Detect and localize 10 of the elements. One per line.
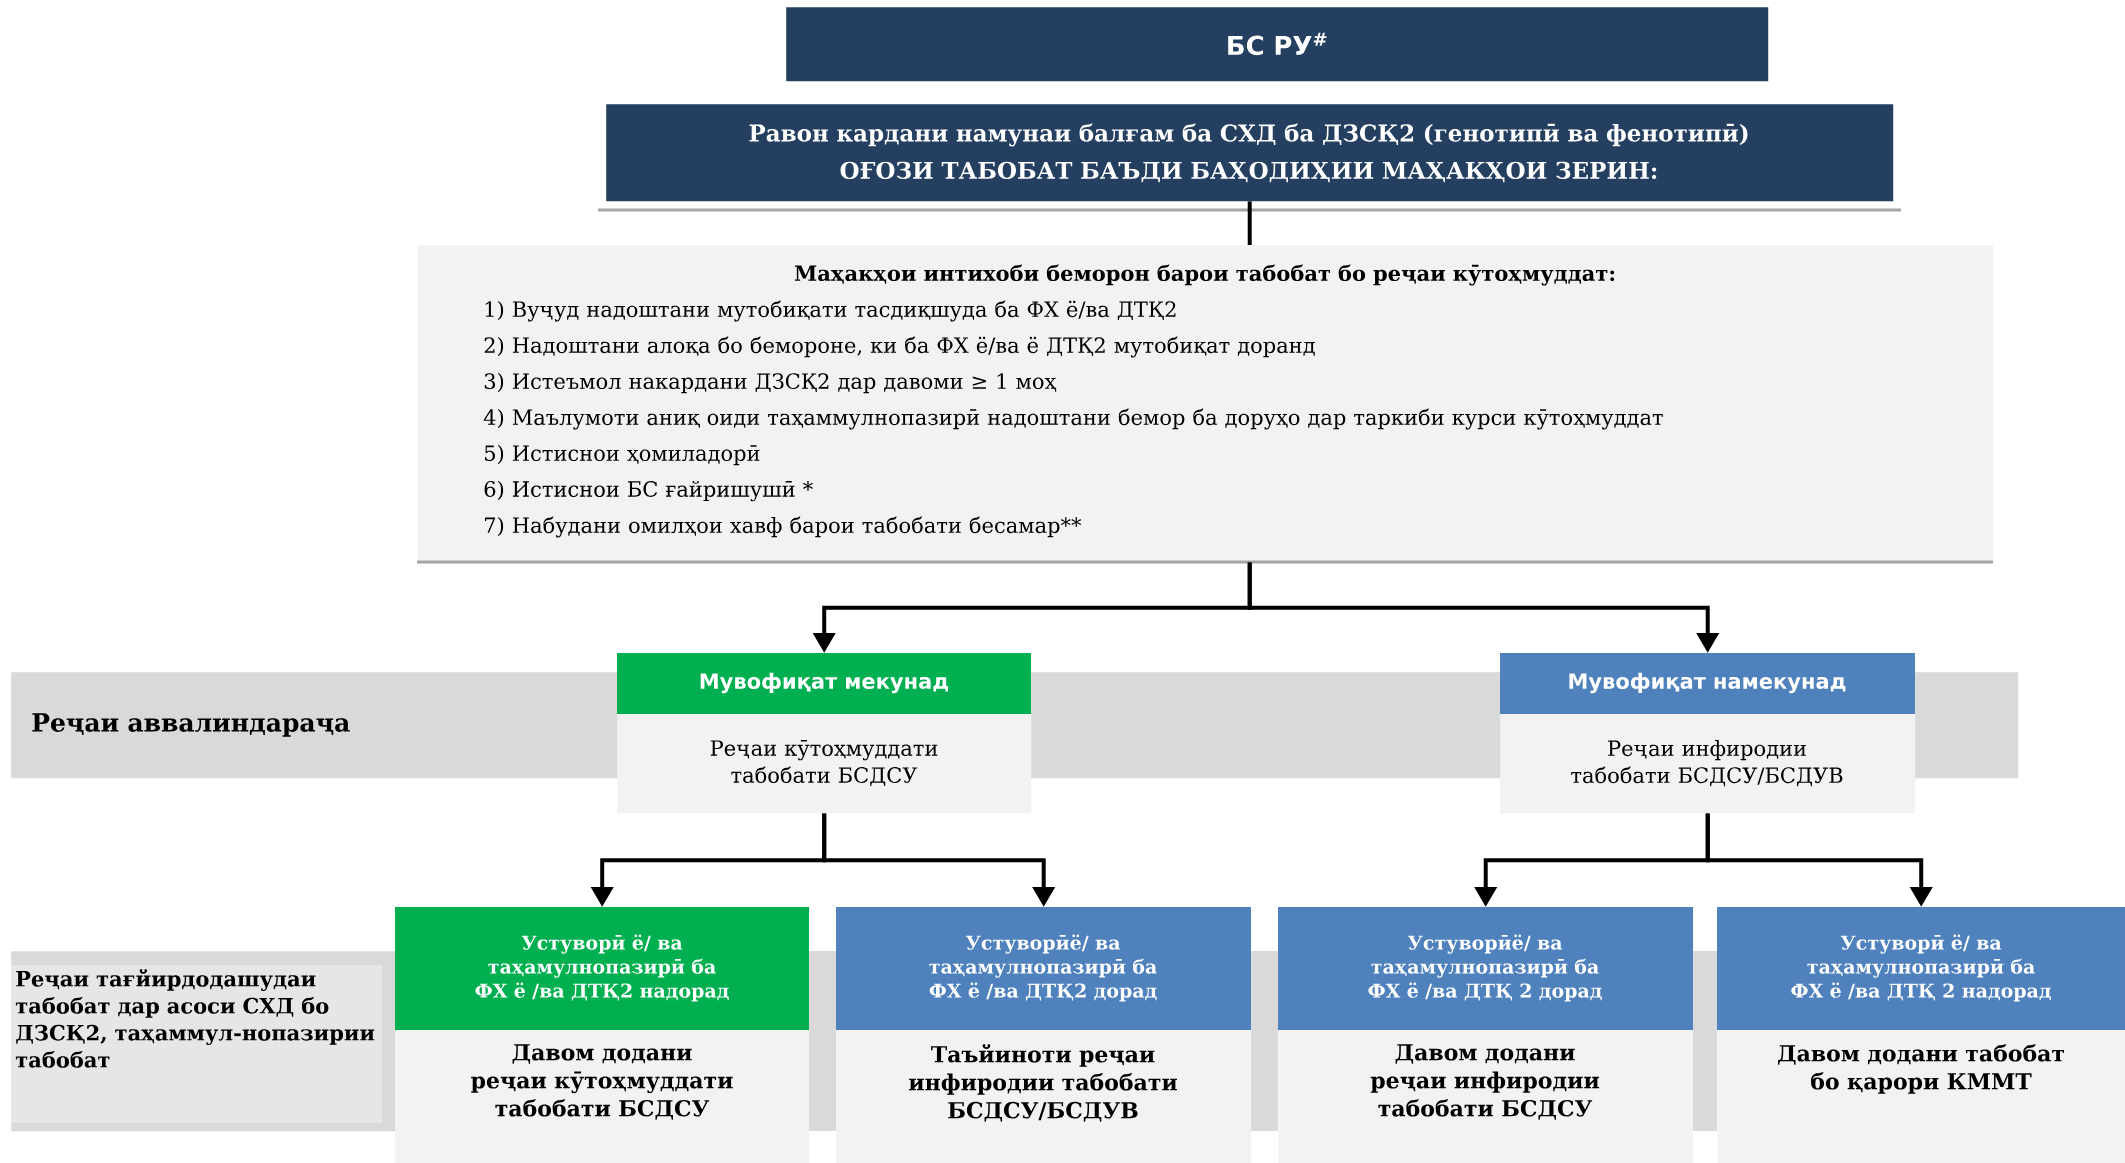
decision-box: Устуворӣё/ ва таҳамулнопазирӣ ба ФХ ё /ва ДТҚ2 дорад Таъйиноти реҷаи инфиродии табобати БСДСУ/БСДУВ: [836, 907, 1252, 1163]
title-box: БС РУ$^{#}$: [786, 7, 1769, 82]
criteria-box: Маҳакҳои интихоби беморон барои табобат бо реҷаи кӯтоҳмуддат: 1) Вуҷуд надоштани мутобиқати тасдиқшуда ба ФХ ё/ва ДТҚ2 2) Надоштани алоқа бо бемороне, ки ба ФХ ё/ва ё ДТҚ2 мутобиқат доранд 3) Истеъмол накардани ДЗСҚ2 дар давоми ≥ 1 моҳ 4) Маълумоти аниқ оиди таҳаммулнопазирӣ надоштани бемор ба доруҳо дар таркиби курси кӯтоҳмуддат 5) Истиснои ҳомиладорӣ 6) Истиснои БС ғайришушӣ * 7) Набудани омилҳои хавф барои табобати бесамар**: [417, 245, 1994, 564]
heading-box: Равон кардани намунаи балғам ба СХД ба ДЗСҚ2 (генотипӣ ва фенотипӣ) ОҒОЗИ ТАБОБАТ БАЪДИ БАҲОДИҲИИ МАҲАКҲОИ ЗЕРИН:: [598, 104, 1901, 212]
decision-box: Устуворӣё/ ва таҳамулнопазирӣ ба ФХ ё /ва ДТҚ 2 дорад Давом додани реҷаи инфиродии табобати БСДСУ: [1278, 907, 1694, 1163]
level-band: Реҷаи тағйирдодашудаи табобат дар асоси СХД бо ДЗСҚ2, таҳаммул-нопазирии табобат: [11, 951, 396, 1132]
decision-box: Устуворӣ ё/ ва таҳамулнопазирӣ ба ФХ ё /ва ДТҚ 2 надорад Давом додани табобат бо қарори КММТ: [1717, 907, 2125, 1163]
decision-box: Мувофиқат намекунад Реҷаи инфиродии табобати БСДСУ/БСДУВ: [1500, 653, 1916, 814]
decision-box: Мувофиқат мекунад Реҷаи кӯтоҳмуддати табобати БСДСУ: [617, 653, 1032, 814]
decision-box: Устуворӣ ё/ ва таҳамулнопазирӣ ба ФХ ё /ва ДТҚ2 надорад Давом додани реҷаи кӯтоҳмуддати табобати БСДСУ: [395, 907, 810, 1163]
